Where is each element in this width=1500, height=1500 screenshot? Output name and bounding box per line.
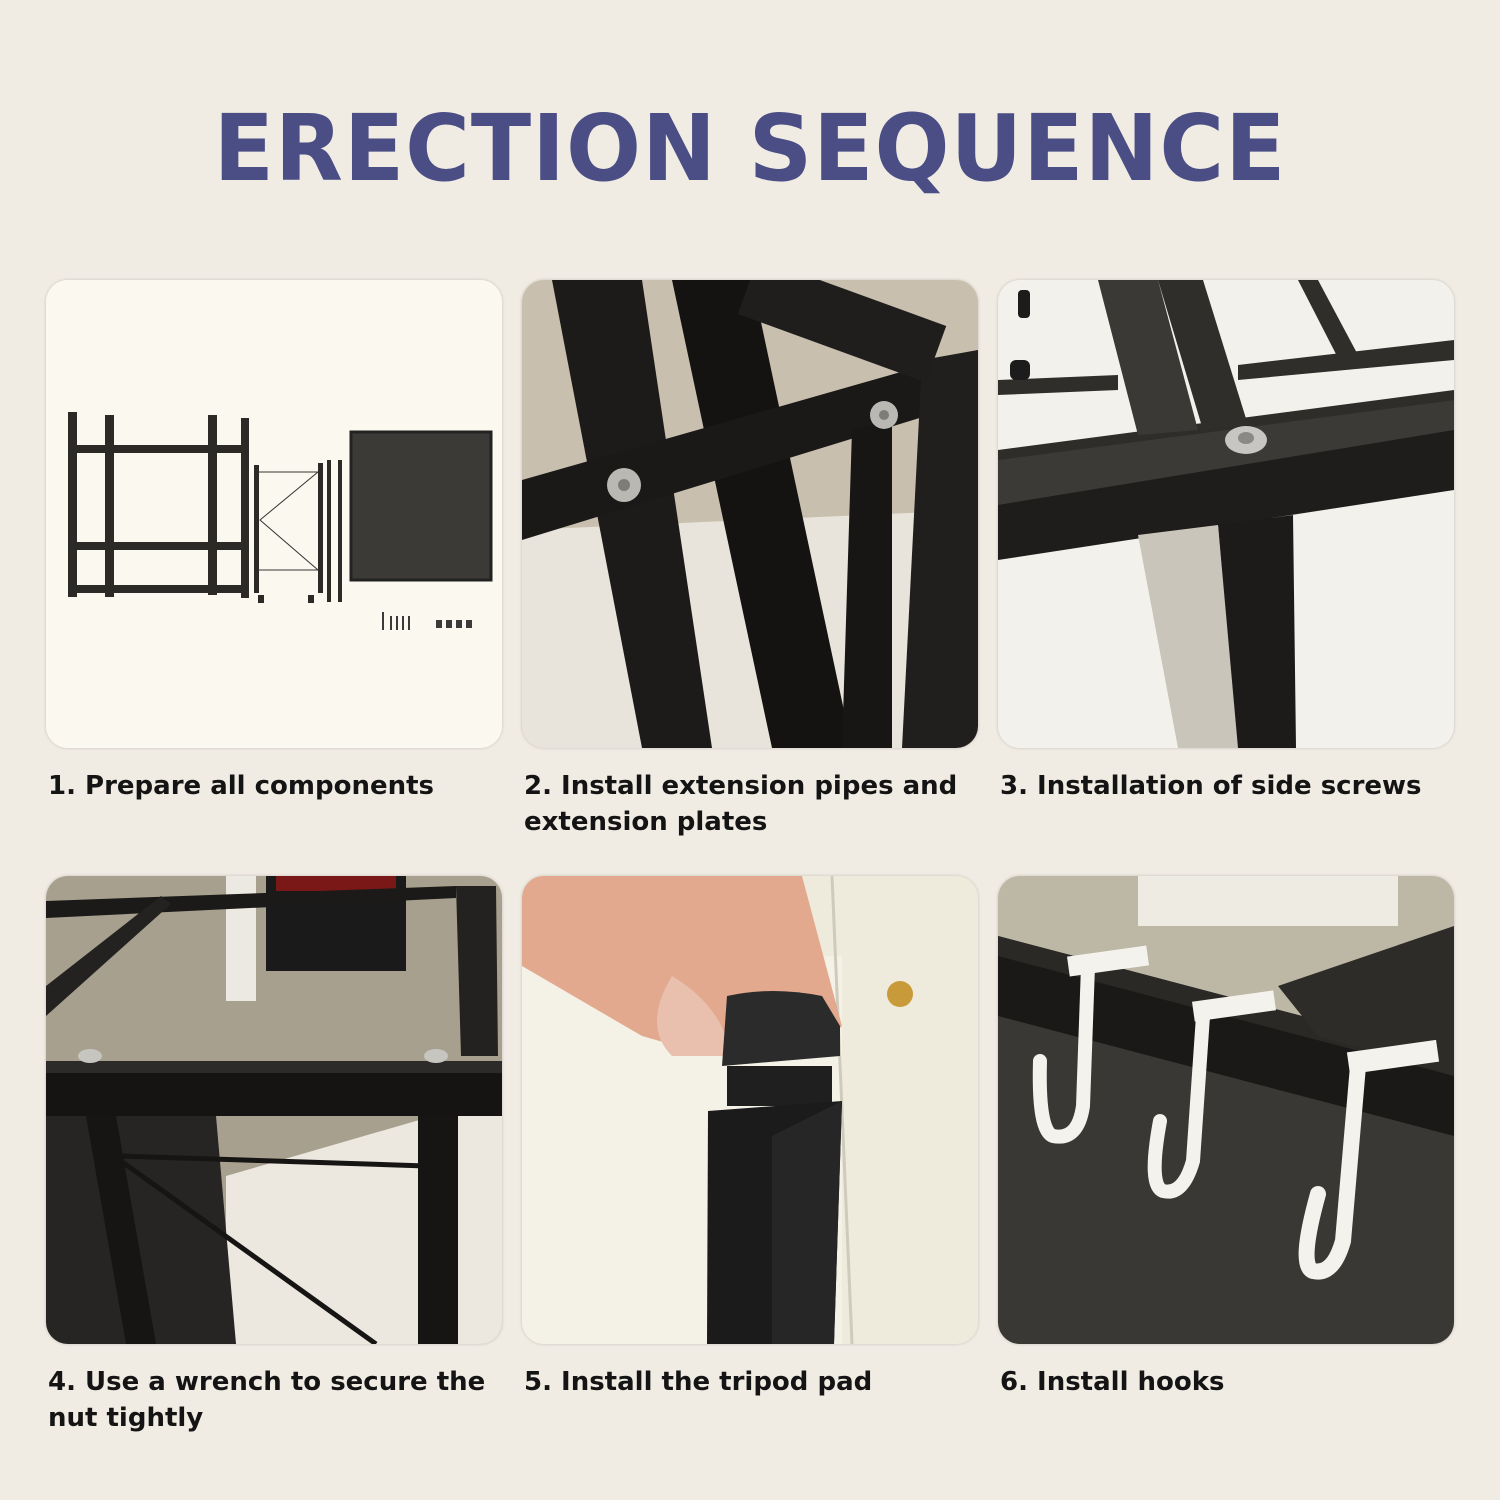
- step-5-caption: 5. Install the tripod pad: [524, 1367, 873, 1397]
- step-3-image: [998, 280, 1454, 748]
- frame-corner-photo: [522, 280, 978, 748]
- step-3-caption: 3. Installation of side screws: [1000, 771, 1422, 801]
- step-1-caption: 1. Prepare all components: [48, 771, 435, 801]
- page-title: ERECTION SEQUENCE: [213, 95, 1287, 202]
- hooks-photo: [998, 876, 1454, 1344]
- components-illustration: [46, 280, 502, 748]
- step-6-caption: 6. Install hooks: [1000, 1367, 1225, 1397]
- wrench-nut-photo: [46, 876, 502, 1344]
- step-5-image: [522, 876, 978, 1344]
- step-2-image: [522, 280, 978, 748]
- step-4-image: [46, 876, 502, 1344]
- step-2-caption: 2. Install extension pipes and extension…: [524, 771, 958, 837]
- tripod-pad-photo: [522, 876, 978, 1344]
- step-1-image: [46, 280, 502, 748]
- step-6-image: [998, 876, 1454, 1344]
- side-screw-photo: [998, 280, 1454, 748]
- step-4-caption: 4. Use a wrench to secure the nut tightl…: [48, 1367, 486, 1433]
